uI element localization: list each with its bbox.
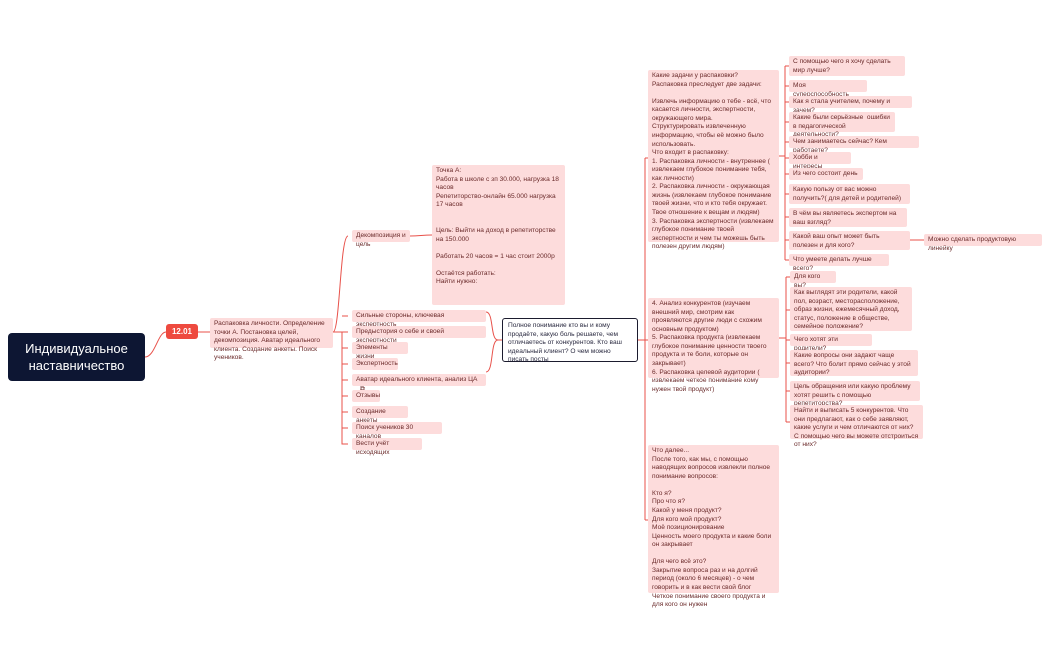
branch-life-elements[interactable]: Элементы жизни (352, 342, 408, 360)
branch-backstory[interactable]: Предыстория о себе и своей экспертности (352, 326, 486, 344)
branch-avatar[interactable]: Аватар идеального клиента, анализ ЦА ⧉ (352, 374, 486, 393)
branch-reviews[interactable]: Отзывы (352, 390, 380, 402)
audience-1[interactable]: Для кого вы? (790, 271, 836, 289)
external-link-icon[interactable]: ⧉ (360, 385, 365, 394)
question-3[interactable]: Как я стала учителем, почему и зачем? (789, 96, 912, 114)
question-6[interactable]: Хобби и интересы (789, 152, 851, 170)
question-9[interactable]: В чём вы являетесь экспертом на ваш взгл… (789, 208, 907, 227)
product-line-node[interactable]: Можно сделать продуктовую линейку (924, 234, 1042, 252)
branch-expertise[interactable]: Экспертность (352, 358, 398, 370)
branch-avatar-label: Аватар идеального клиента, анализ ЦА (356, 376, 478, 383)
date-tag[interactable]: 12.01 (166, 324, 198, 339)
audience-6[interactable]: Найти и выписать 5 конкурентов. Что они … (790, 405, 923, 448)
question-7[interactable]: Из чего состоит день (789, 168, 863, 180)
next-steps-note[interactable]: Что далее... После того, как мы, с помощ… (648, 445, 779, 608)
question-4[interactable]: Какие были серьёзные ошибки в педагогиче… (789, 112, 895, 138)
question-8[interactable]: Какую пользу от вас можно получить?( для… (789, 184, 910, 204)
question-11[interactable]: Что умеете делать лучше всего? (789, 254, 889, 272)
branch-outgoing-log[interactable]: Вести учёт исходящих (352, 438, 422, 456)
audience-3[interactable]: Чего хотят эти родители? (790, 334, 872, 352)
root-topic-label: Индивидуальное наставничество (25, 341, 128, 373)
analysis-note[interactable]: 4. Анализ конкурентов (изучаем внешний м… (648, 298, 779, 393)
branch-questionnaire[interactable]: Создание анкеты (352, 406, 408, 424)
root-topic[interactable]: Индивидуальное наставничество (8, 333, 145, 381)
question-2[interactable]: Моя суперспособность (789, 80, 867, 98)
branch-student-search[interactable]: Поиск учеников 30 каналов (352, 422, 442, 440)
unpacking-note[interactable]: Какие задачи у распаковки? Распаковка пр… (648, 70, 779, 250)
branch-decomposition[interactable]: Декомпозиция и цель (352, 230, 410, 248)
audience-5[interactable]: Цель обращения или какую проблему хотят … (790, 381, 920, 407)
audience-2[interactable]: Как выглядят эти родители, какой пол, во… (790, 287, 912, 331)
question-5[interactable]: Чем занимаетесь сейчас? Кем работаете? (789, 136, 919, 154)
question-10[interactable]: Какой ваш опыт может быть полезен и для … (789, 231, 910, 250)
summary-node[interactable]: Полное понимание кто вы и кому продаёте,… (502, 318, 638, 363)
branch-strengths[interactable]: Сильные стороны, ключевая экспертность (352, 310, 486, 328)
question-1[interactable]: С помощью чего я хочу сделать мир лучше? (789, 56, 905, 76)
audience-4[interactable]: Какие вопросы они задают чаще всего? Что… (790, 350, 918, 376)
decomposition-note[interactable]: Точка А: Работа в школе с зп 30.000, наг… (432, 165, 565, 305)
level1-topic[interactable]: Распаковка личности. Определение точки А… (210, 318, 333, 361)
